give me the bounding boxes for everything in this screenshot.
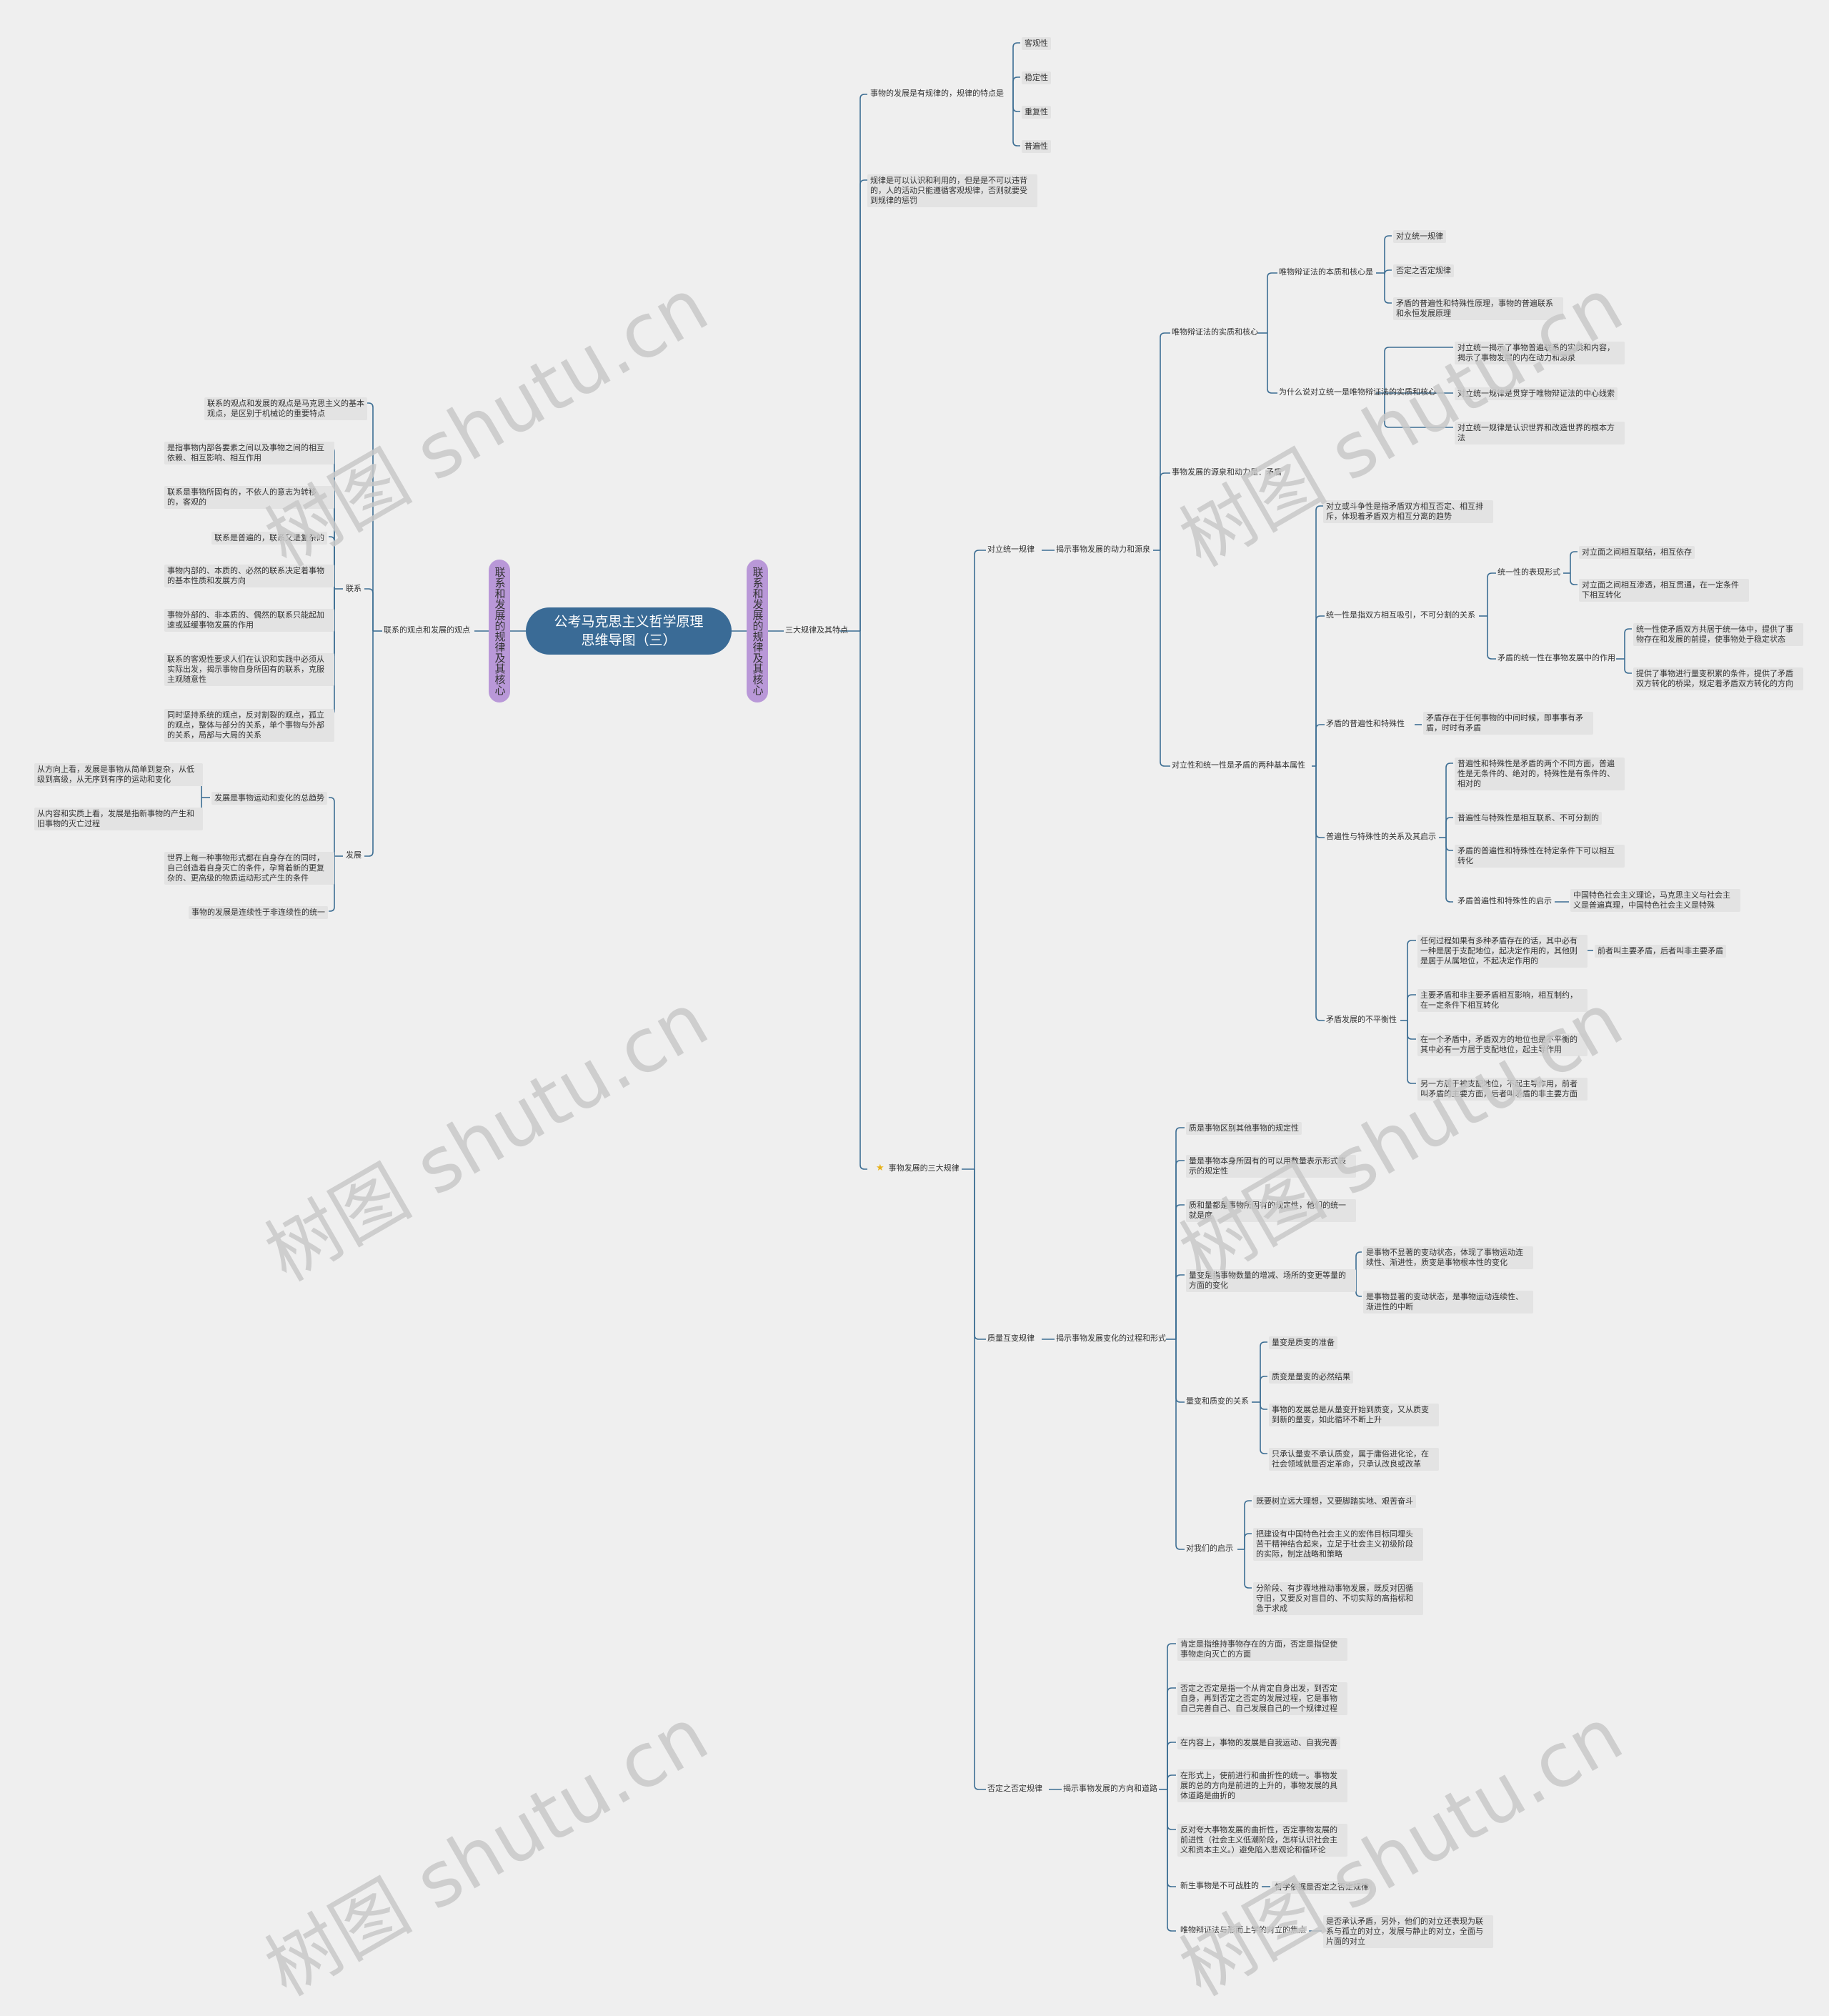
node-three-laws-features[interactable]: 三大规律及其特点 [785, 625, 848, 635]
node-left-intro[interactable]: 联系的观点和发展的观点是马克思主义的基本观点，是区别于机械论的重要特点 [204, 397, 367, 420]
node-newthing[interactable]: 新生事物是不可战胜的 [1180, 1881, 1259, 1890]
node-relation[interactable]: 普遍性与特殊性的关系及其启示 [1326, 832, 1436, 841]
node-benzhi-2[interactable]: 否定之否定规律 [1393, 264, 1454, 277]
star-icon: ★ [876, 1163, 884, 1173]
node-law-features[interactable]: 事物的发展是有规律的，规律的特点是 [870, 89, 1004, 98]
node-imbalance-main[interactable]: 任何过程如果有多种矛盾存在的话，其中必有一种是居于支配地位，起决定作用的，其他则… [1417, 935, 1588, 968]
node-lianxi-fazhan-views[interactable]: 联系的观点和发展的观点 [384, 625, 470, 635]
root-topic[interactable]: 公考马克思主义哲学原理 思维导图（三） [526, 607, 732, 655]
node-fazhan-trend-2[interactable]: 从内容和实质上看，发展是指新事物的产生和旧事物的灭亡过程 [34, 808, 203, 830]
right-core-pill[interactable]: 联系和发展的规律及其核心 [747, 560, 768, 702]
node-imbalance-main-note[interactable]: 前者叫主要矛盾，后者叫非主要矛盾 [1595, 945, 1726, 958]
left-core-pill[interactable]: 联系和发展的规律及其核心 [489, 560, 510, 702]
node-benzhi-3[interactable]: 矛盾的普遍性和特殊性原理，事物的普遍联系和永恒发展原理 [1393, 297, 1563, 320]
node-fazhan-trend-1[interactable]: 从方向上看，发展是事物从简单到复杂，从低级到高级，从无序到有序的运动和变化 [34, 763, 203, 786]
node-zhiliang-change-2[interactable]: 是事物显著的变动状态，是事物运动连续性、渐进性的中断 [1363, 1291, 1533, 1314]
node-unity-forms[interactable]: 统一性的表现形式 [1497, 567, 1560, 577]
node-lianxi-2[interactable]: 联系是事物所固有的，不依人的意志为转移的，客观的 [164, 486, 334, 509]
node-zhiliang-relation-2[interactable]: 质变是量变的必然结果 [1269, 1371, 1353, 1384]
node-objective[interactable]: 客观性 [1022, 37, 1051, 50]
node-why-3[interactable]: 对立统一规律是认识世界和改造世界的根本方法 [1455, 422, 1625, 445]
node-lianxi-4[interactable]: 事物内部的、本质的、必然的联系决定着事物的基本性质和发展方向 [164, 565, 334, 587]
node-unity-forms-1[interactable]: 对立面之间相互联结，相互依存 [1579, 546, 1695, 559]
node-zhiliang-relation[interactable]: 量变和质变的关系 [1186, 1396, 1249, 1406]
node-attr[interactable]: 对立性和统一性是矛盾的两种基本属性 [1172, 760, 1305, 770]
node-stable[interactable]: 稳定性 [1022, 71, 1051, 84]
node-law-knowable[interactable]: 规律是可以认识和利用的，但是是不可以违背的，人的活动只能遵循客观规律，否则就要受… [867, 174, 1037, 207]
node-fouding-reveal[interactable]: 揭示事物发展的方向和道路 [1063, 1784, 1157, 1793]
node-unity-role[interactable]: 矛盾的统一性在事物发展中的作用 [1497, 653, 1615, 662]
node-zhiliang-relation-1[interactable]: 量变是质变的准备 [1269, 1336, 1337, 1349]
node-benzhi-1[interactable]: 对立统一规律 [1393, 230, 1446, 243]
node-lianxi-1[interactable]: 是指事物内部各要素之间以及事物之间的相互依赖、相互影响、相互作用 [164, 442, 334, 465]
node-zhiliang-1[interactable]: 质是事物区别其他事物的规定性 [1186, 1122, 1302, 1135]
node-zhiliang-law[interactable]: 质量互变规律 [987, 1334, 1035, 1343]
node-lianxi-3[interactable]: 联系是普遍的，联系又是复杂的 [211, 532, 327, 545]
node-universal[interactable]: 普遍性 [1022, 140, 1051, 153]
node-fouding-3[interactable]: 在内容上，事物的发展是自我运动、自我完善 [1177, 1737, 1340, 1749]
node-lianxi-6[interactable]: 联系的客观性要求人们在认识和实践中必须从实际出发，揭示事物自身所固有的联系，克服… [164, 653, 334, 686]
node-unity-role-1[interactable]: 统一性使矛盾双方共居于统一体中，提供了事物存在和发展的前提，使事物处于稳定状态 [1633, 623, 1803, 646]
node-zhiliang-relation-4[interactable]: 只承认量变不承认质变，属于庸俗进化论，在社会领域就是否定革命，只承认改良或改革 [1269, 1448, 1439, 1471]
node-relation-3[interactable]: 矛盾的普遍性和特殊性在特定条件下可以相互转化 [1455, 845, 1625, 868]
node-fouding-1[interactable]: 肯定是指维持事物存在的方面，否定是指促使事物走向灭亡的方面 [1177, 1638, 1347, 1661]
node-relation-insight[interactable]: 矛盾普遍性和特殊性的启示 [1457, 896, 1552, 905]
node-lianxi[interactable]: 联系 [346, 584, 362, 593]
node-unity[interactable]: 统一性是指双方相互吸引，不可分割的关系 [1326, 610, 1475, 620]
node-duili-core[interactable]: 唯物辩证法的实质和核心 [1172, 327, 1258, 337]
node-zhiliang-change[interactable]: 量变是指事物数量的增减、场所的变更等量的方面的变化 [1186, 1269, 1356, 1292]
node-zhiliang-insight-1[interactable]: 既要树立远大理想，又要脚踏实地、艰苦奋斗 [1253, 1495, 1416, 1508]
node-fazhan-trend[interactable]: 发展是事物运动和变化的总趋势 [211, 792, 327, 805]
node-universal-special-1[interactable]: 矛盾存在于任何事物的中间时候，即事事有矛盾，时时有矛盾 [1423, 712, 1593, 735]
node-fouding-4[interactable]: 在形式上，使前进行和曲折性的统一。事物发展的总的方向是前进的上升的，事物发展的具… [1177, 1769, 1347, 1802]
node-zhiliang-change-1[interactable]: 是事物不显著的变动状态，体现了事物运动连续性、渐进性，质变是事物根本性的变化 [1363, 1246, 1533, 1269]
node-why[interactable]: 为什么说对立统一是唯物辩证法的实质和核心 [1279, 387, 1436, 397]
node-zhiliang-insight[interactable]: 对我们的启示 [1186, 1544, 1233, 1553]
node-opposition[interactable]: 唯物辩证法与形而上学的对立的焦点 [1180, 1925, 1306, 1935]
node-relation-1[interactable]: 普遍性和特殊性是矛盾的两个不同方面，普遍性是无条件的、绝对的，特殊性是有条件的、… [1455, 758, 1625, 790]
node-unity-forms-2[interactable]: 对立面之间相互渗透，相互贯通，在一定条件下相互转化 [1579, 579, 1749, 602]
node-opposition-1[interactable]: 是否承认矛盾，另外，他们的对立还表现为联系与孤立的对立，发展与静止的对立，全面与… [1323, 1915, 1493, 1948]
node-zhiliang-2[interactable]: 量是事物本身所固有的可以用数量表示形式表示的规定性 [1186, 1155, 1356, 1178]
node-imbalance-1[interactable]: 主要矛盾和非主要矛盾相互影响，相互制约，在一定条件下相互转化 [1417, 989, 1588, 1012]
node-fazhan[interactable]: 发展 [346, 850, 362, 860]
node-relation-insight-1[interactable]: 中国特色社会主义理论，马克思主义与社会主义是普遍真理，中国特色社会主义是特殊 [1570, 889, 1740, 912]
node-zhiliang-insight-2[interactable]: 把建设有中国特色社会主义的宏伟目标同埋头苦干精神结合起来，立足于社会主义初级阶段… [1253, 1528, 1423, 1561]
node-imbalance[interactable]: 矛盾发展的不平衡性 [1326, 1015, 1397, 1024]
node-source[interactable]: 事物发展的源泉和动力是：矛盾 [1172, 467, 1282, 477]
node-imbalance-2[interactable]: 在一个矛盾中，矛盾双方的地位也是不平衡的其中必有一方居于支配地位，起主导作用 [1417, 1033, 1588, 1056]
node-fazhan-1[interactable]: 世界上每一种事物形式都在自身存在的同时，自己创造着自身灭亡的条件，孕育着新的更复… [164, 852, 334, 885]
node-zhiliang-insight-3[interactable]: 分阶段、有步骤地推动事物发展，既反对因循守旧，又要反对盲目的、不切实际的高指标和… [1253, 1582, 1423, 1615]
node-struggle[interactable]: 对立或斗争性是指矛盾双方相互否定、相互排斥，体现着矛盾双方相互分离的趋势 [1323, 500, 1493, 523]
node-unity-role-2[interactable]: 提供了事物进行量变积累的条件，提供了矛盾双方转化的桥梁，规定着矛盾双方转化的方向 [1633, 667, 1803, 690]
node-zhiliang-relation-3[interactable]: 事物的发展总是从量变开始到质变，又从质变到新的量变，如此循环不断上升 [1269, 1404, 1439, 1426]
node-lianxi-5[interactable]: 事物外部的、非本质的、偶然的联系只能起加速或延缓事物发展的作用 [164, 609, 334, 632]
node-benzhi[interactable]: 唯物辩证法的本质和核心是 [1279, 267, 1373, 277]
node-newthing-1[interactable]: 哲学依据是否定之否定规律 [1272, 1881, 1372, 1894]
node-universal-special[interactable]: 矛盾的普遍性和特殊性 [1326, 719, 1405, 728]
node-why-2[interactable]: 对立统一规律是贯穿于唯物辩证法的中心线索 [1455, 387, 1618, 400]
node-duili-law[interactable]: 对立统一规律 [987, 545, 1035, 554]
node-fouding-law[interactable]: 否定之否定规律 [987, 1784, 1042, 1793]
node-why-1[interactable]: 对立统一揭示了事物普遍联系的实质和内容，揭示了事物发展的内在动力和源泉 [1455, 342, 1625, 364]
node-fazhan-2[interactable]: 事物的发展是连续性于非连续性的统一 [189, 906, 328, 919]
node-fouding-2[interactable]: 否定之否定是指一个从肯定自身出发，到否定自身，再到否定之否定的发展过程，它是事物… [1177, 1682, 1347, 1715]
node-repeat[interactable]: 重复性 [1022, 106, 1051, 119]
node-imbalance-3[interactable]: 另一方居于被支配地位，不起主导作用，前者叫矛盾的主要方面，后者叫矛盾的非主要方面 [1417, 1078, 1588, 1101]
node-zhiliang-reveal[interactable]: 揭示事物发展变化的过程和形式 [1056, 1334, 1166, 1343]
node-lianxi-7[interactable]: 同时坚持系统的观点，反对割裂的观点，孤立的观点，整体与部分的关系，单个事物与外部… [164, 709, 334, 742]
node-three-laws[interactable]: ★事物发展的三大规律 [876, 1163, 960, 1173]
node-fouding-5[interactable]: 反对夸大事物发展的曲折性，否定事物发展的前进性（社会主义低潮阶段，怎样认识社会主… [1177, 1824, 1347, 1857]
node-zhiliang-3[interactable]: 质和量都是事物所固有的规定性，他们的统一就是度 [1186, 1199, 1356, 1222]
node-duili-reveal[interactable]: 揭示事物发展的动力和源泉 [1056, 545, 1150, 554]
node-relation-2[interactable]: 普遍性与特殊性是相互联系、不可分割的 [1455, 812, 1602, 825]
